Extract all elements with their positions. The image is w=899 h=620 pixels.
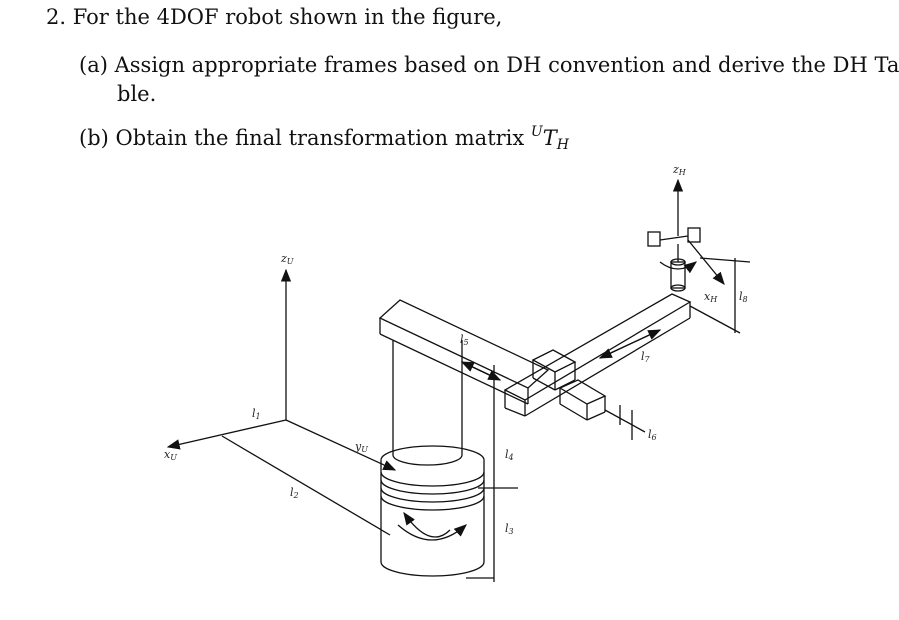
l4-label: l4 <box>505 448 514 462</box>
zU-label: zU <box>280 252 294 266</box>
matrix-subscript: H <box>556 137 569 153</box>
l6-label: l6 <box>648 428 657 442</box>
l6-dimension-line <box>604 409 646 433</box>
l3-label: l3 <box>505 522 514 536</box>
matrix-superscript: U <box>530 124 543 140</box>
l2-label: l2 <box>290 486 299 500</box>
l5-label: l5 <box>460 333 469 347</box>
part-b: (b) Obtain the final transformation matr… <box>79 118 569 159</box>
top-beam <box>378 299 550 405</box>
part-a: (a) Assign appropriate frames based on D… <box>79 51 899 79</box>
xH-axis <box>687 239 725 286</box>
wrist-gripper <box>647 227 701 292</box>
part-b-label: (b) <box>79 126 109 150</box>
yU-axis <box>285 419 397 471</box>
vertical-column <box>392 340 463 466</box>
xH-label: xH <box>704 290 718 304</box>
part-a-label: (a) <box>79 53 108 77</box>
yU-label: yU <box>354 440 368 454</box>
part-a-continuation: ble. <box>117 80 156 108</box>
slider-block <box>531 349 577 391</box>
rear-bar <box>558 379 607 421</box>
l1-label: l1 <box>252 407 261 421</box>
l2-dimension-line <box>221 435 391 536</box>
matrix-symbol: T <box>542 126 557 150</box>
part-a-line-2: ble. <box>117 82 157 106</box>
zH-label: zH <box>672 163 687 177</box>
part-b-text: Obtain the final transformation matrix <box>115 126 531 150</box>
question-text: For the 4DOF robot shown in the figure, <box>72 5 503 29</box>
xU-label: xU <box>164 448 177 462</box>
l7-label: l7 <box>641 350 651 364</box>
question-number: 2. <box>46 5 67 29</box>
long-arm <box>503 293 692 417</box>
xU-axis <box>166 419 287 450</box>
question-heading: 2. For the 4DOF robot shown in the figur… <box>46 3 502 31</box>
part-a-line-1: Assign appropriate frames based on DH co… <box>114 53 899 77</box>
l8-label: l8 <box>739 290 748 304</box>
base-cylinder <box>380 445 485 577</box>
